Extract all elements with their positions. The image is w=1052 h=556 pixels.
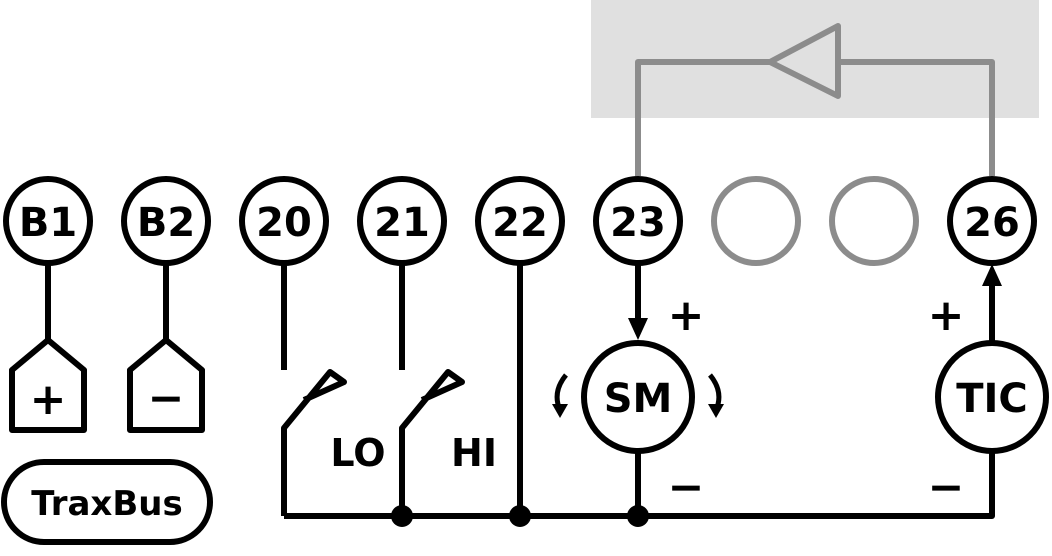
- feedback-loop: [635, 23, 995, 176]
- motor-plus-symbol: +: [668, 290, 705, 341]
- terminal-unused-1: [711, 176, 801, 266]
- bus-plus-connector: [9, 263, 87, 433]
- terminal-22-label: 22: [492, 200, 548, 246]
- terminal-21-label: 21: [374, 200, 430, 246]
- terminal-26-label: 26: [964, 200, 1020, 246]
- rotate-left-arrowhead-icon: [552, 404, 568, 418]
- rotate-right-arrowhead-icon: [708, 404, 724, 418]
- bus-minus-connector: [127, 263, 205, 433]
- terminal-b1: B1: [3, 176, 93, 266]
- switch-lo: [281, 263, 347, 516]
- bus-plus-symbol: +: [30, 374, 67, 425]
- terminal-b1-label: B1: [19, 200, 77, 246]
- motor-feed-arrow-icon: [628, 318, 648, 340]
- transmitter-minus-symbol: −: [928, 462, 965, 513]
- transmitter-plus-symbol: +: [928, 290, 965, 341]
- terminal-unused-2: [829, 176, 919, 266]
- bus-minus-symbol: −: [148, 373, 185, 424]
- terminal-22: 22: [475, 176, 565, 266]
- traxbus-box: [1, 459, 213, 545]
- terminal-20-label: 20: [256, 200, 312, 246]
- servo-motor-label: SM: [604, 376, 673, 422]
- terminal-b2: B2: [121, 176, 211, 266]
- transmitter-label: TIC: [956, 376, 1028, 422]
- terminal-26: 26: [947, 176, 1037, 266]
- terminal-21: 21: [357, 176, 447, 266]
- switch-hi: [399, 263, 465, 516]
- terminal-23: 23: [593, 176, 683, 266]
- terminal-20: 20: [239, 176, 329, 266]
- switch-hi-label: HI: [451, 431, 497, 475]
- transmitter-arrow-icon: [982, 264, 1002, 286]
- junction-dot-23: [627, 505, 649, 527]
- traxbus-label: TraxBus: [31, 484, 182, 524]
- terminal-b2-label: B2: [137, 200, 195, 246]
- motor-minus-symbol: −: [668, 462, 705, 513]
- feedback-arrow-icon: [767, 23, 841, 99]
- switch-lo-label: LO: [330, 431, 385, 475]
- terminal-23-label: 23: [610, 200, 666, 246]
- junction-dot-21: [391, 505, 413, 527]
- junction-dot-22: [509, 505, 531, 527]
